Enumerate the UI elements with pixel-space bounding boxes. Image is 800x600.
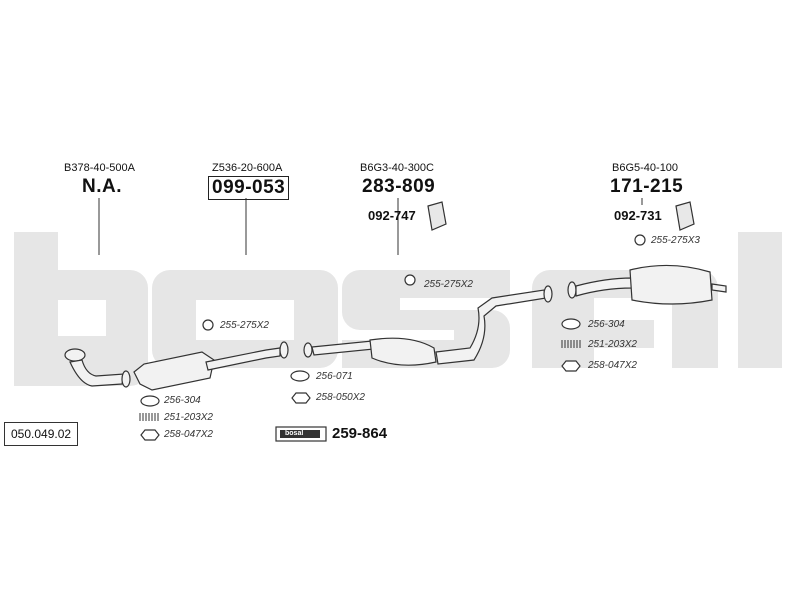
nut-icon — [291, 392, 311, 404]
leader-lines — [98, 198, 643, 255]
hardware-code: 255-275X3 — [651, 235, 700, 246]
diagram-reference: 050.049.02 — [4, 422, 79, 446]
hardware-code: 256-304 — [164, 395, 201, 406]
gasket-icon — [290, 370, 310, 382]
hardware-code: 258-047X2 — [164, 429, 213, 440]
hardware-code: 258-050X2 — [316, 392, 365, 403]
rubber-ring-icon — [404, 274, 416, 286]
hanger-part-number: 092-747 — [368, 208, 416, 223]
oem-number: Z536-20-600A — [212, 162, 283, 174]
part-number: N.A. — [82, 176, 122, 197]
oem-number: B6G5-40-100 — [612, 162, 679, 174]
kit-box-label: bosal — [285, 430, 304, 437]
rubber-ring-icon — [634, 234, 646, 246]
hardware-code: 256-304 — [588, 319, 625, 330]
spring-icons — [139, 340, 581, 421]
oem-number: B378-40-500A — [64, 162, 135, 174]
spring-icon — [139, 413, 159, 421]
oem-number: B6G3-40-300C — [360, 162, 434, 174]
gasket-icon — [561, 318, 581, 330]
spring-icon — [561, 340, 581, 348]
kit-part-number: 259-864 — [332, 425, 388, 442]
front-pipe — [64, 348, 131, 388]
rear-muffler — [567, 264, 727, 305]
hanger-icon — [675, 201, 695, 231]
nut-icon — [140, 429, 160, 441]
part-number: 171-215 — [610, 176, 684, 197]
center-pipe — [303, 285, 553, 366]
hardware-code: 251-203X2 — [164, 412, 213, 423]
hardware-code: 258-047X2 — [588, 360, 637, 371]
hanger-icon — [427, 201, 447, 231]
part-number: 283-809 — [362, 176, 436, 197]
hardware-code: 251-203X2 — [588, 339, 637, 350]
hardware-code: 255-275X2 — [220, 320, 269, 331]
hardware-code: 255-275X2 — [424, 279, 473, 290]
catalytic-converter — [133, 341, 289, 391]
part-number: 099-053 — [208, 176, 290, 200]
kit-box-icon — [275, 426, 327, 442]
gasket-icon — [140, 395, 160, 407]
hardware-code: 256-071 — [316, 371, 353, 382]
rubber-ring-icon — [202, 319, 214, 331]
nut-icon — [561, 360, 581, 372]
hanger-icons — [427, 201, 695, 231]
hanger-part-number: 092-731 — [614, 208, 662, 223]
